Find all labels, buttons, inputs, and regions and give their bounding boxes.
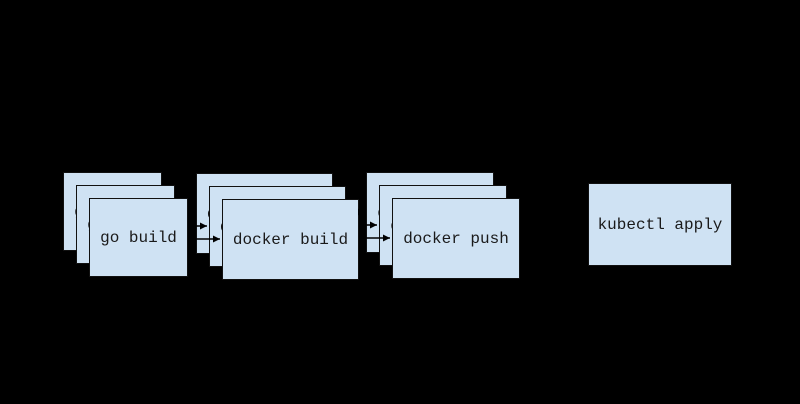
docker-build-label: docker build: [232, 230, 349, 249]
kubectl-apply-node: kubectl apply: [588, 183, 732, 266]
docker-push-card-front: docker push: [392, 198, 520, 279]
kubectl-apply-label: kubectl apply: [597, 215, 723, 234]
docker-build-card-front: docker build: [222, 199, 359, 280]
go-build-label: go build: [100, 228, 177, 247]
docker-push-label: docker push: [403, 229, 509, 248]
go-build-card-front: go build: [89, 198, 188, 277]
